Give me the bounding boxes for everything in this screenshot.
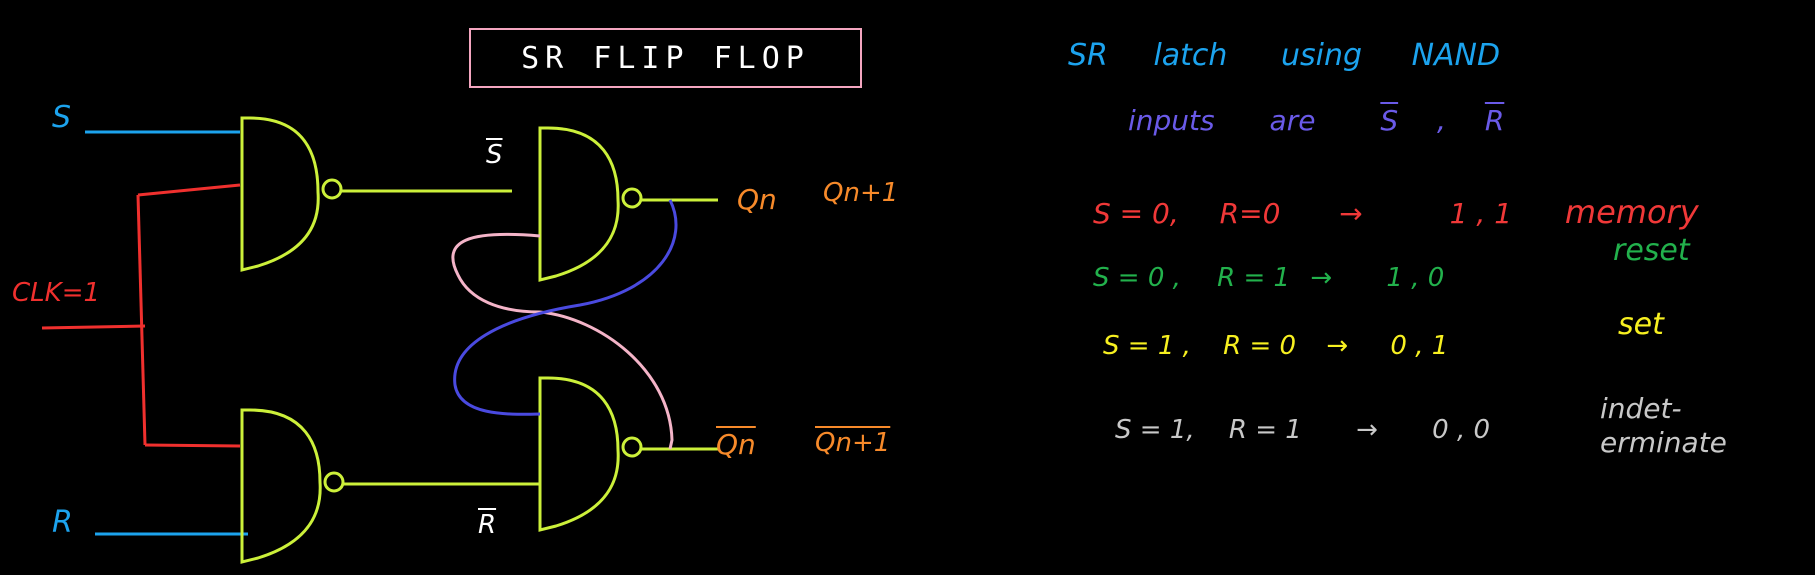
- row-reset: S = 0 , R = 1 → 1 , 0 reset: [1093, 233, 1813, 293]
- row2-out: 0 , 1: [1390, 331, 1449, 361]
- inputs-word-1: inputs: [1128, 104, 1215, 137]
- heading-word-2: latch: [1153, 38, 1228, 73]
- inputs-line: inputs are S , R: [1128, 104, 1504, 137]
- heading-word-1: SR: [1068, 38, 1108, 73]
- feedback-wire-blue: [453, 199, 678, 416]
- row1-r: R = 1: [1217, 263, 1291, 293]
- inputs-r-bar: R: [1484, 104, 1505, 137]
- heading-word-4: NAND: [1411, 38, 1501, 73]
- clock-wiring: [41, 183, 241, 448]
- row0-out: 1 , 1: [1449, 197, 1513, 230]
- row3-arrow: →: [1356, 415, 1378, 445]
- row1-arrow: →: [1310, 263, 1333, 293]
- inputs-comma: ,: [1437, 104, 1446, 137]
- title-box: SR FLIP FLOP: [469, 28, 862, 88]
- row-set: S = 1 , R = 0 → 0 , 1 set: [1103, 307, 1813, 361]
- qn-bar-output-label: Qn: [716, 428, 756, 461]
- row3-out: 0 , 0: [1432, 415, 1491, 445]
- diagram-title: SR FLIP FLOP: [521, 40, 810, 76]
- nand-gate-2: [240, 408, 540, 564]
- inputs-word-2: are: [1269, 104, 1316, 137]
- r-input-label: R: [52, 505, 73, 540]
- r-bar-label: R: [478, 510, 497, 540]
- row2-r: R = 0: [1223, 331, 1297, 361]
- row3-desc: indet- erminate: [1600, 392, 1727, 460]
- row1-s: S = 0 ,: [1093, 263, 1181, 293]
- row3-desc-line1: indet-: [1600, 392, 1682, 425]
- feedback-wire-pink: [451, 232, 674, 450]
- s-bar-label: S: [486, 140, 503, 170]
- row3-s: S = 1,: [1115, 415, 1195, 445]
- row0-r: R=0: [1219, 197, 1281, 230]
- row1-out: 1 , 0: [1386, 263, 1445, 293]
- heading-word-3: using: [1280, 38, 1363, 73]
- row0-arrow: →: [1339, 197, 1363, 230]
- qn1-bar-output-label: Qn+1: [815, 428, 891, 458]
- row2-arrow: →: [1326, 331, 1349, 361]
- row-memory: S = 0, R=0 → 1 , 1 memory: [1093, 193, 1813, 231]
- inputs-s-bar: S: [1380, 104, 1399, 137]
- row3-desc-line2: erminate: [1600, 426, 1727, 459]
- qn1-output-label: Qn+1: [823, 178, 899, 208]
- row2-s: S = 1 ,: [1103, 331, 1191, 361]
- row1-desc: reset: [1613, 233, 1690, 268]
- notes-heading: SR latch using NAND: [1068, 38, 1500, 73]
- row3-r: R = 1: [1228, 415, 1302, 445]
- nand-gate-3: [538, 126, 718, 282]
- row2-desc: set: [1618, 307, 1664, 342]
- row-indeterminate: S = 1, R = 1 → 0 , 0: [1115, 415, 1815, 445]
- nand-gate-1: [240, 116, 512, 272]
- row0-s: S = 0,: [1093, 197, 1179, 230]
- nand-gate-4: [538, 376, 718, 532]
- row0-desc: memory: [1564, 193, 1699, 231]
- clock-label: CLK=1: [12, 278, 101, 308]
- qn-output-label: Qn: [737, 183, 777, 216]
- s-input-label: S: [52, 100, 72, 135]
